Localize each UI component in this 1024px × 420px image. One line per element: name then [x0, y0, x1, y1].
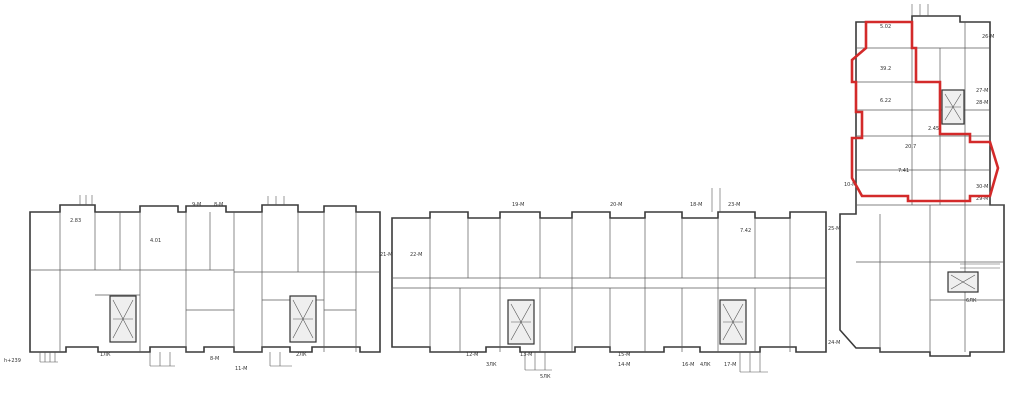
level-mark-label: h+239: [4, 358, 21, 364]
tag-2lk: 2ЛК: [296, 352, 307, 358]
tag-1lk: 1ЛК: [100, 352, 111, 358]
highlight-room-dimension: 7.41: [898, 168, 909, 174]
tag-29m: 29-М: [976, 196, 988, 202]
stair-cores: [109, 89, 979, 345]
tag-23m: 23-М: [728, 202, 740, 208]
dim-label-e: 6.22: [880, 98, 891, 104]
tag-14m: 14-М: [618, 362, 630, 368]
tag-30m: 30-М: [976, 184, 988, 190]
tag-17m: 17-М: [724, 362, 736, 368]
tag-12m: 12-М: [466, 352, 478, 358]
tag-19m: 19-М: [512, 202, 524, 208]
tag-9m: 9-М: [192, 202, 201, 208]
tag-4lk: 4ЛК: [700, 362, 711, 368]
highlighted-apartment-outline: [850, 20, 1000, 203]
tag-15m: 15-М: [618, 352, 630, 358]
dim-label-a: 4.01: [150, 238, 161, 244]
highlight-area-label-b: 20.7: [905, 144, 916, 150]
dim-label-c: 7.42: [740, 228, 751, 234]
dim-label-b: 2.83: [70, 218, 81, 224]
tag-21m: 21-М: [380, 252, 392, 258]
tag-22m: 22-М: [410, 252, 422, 258]
tag-28m: 28-М: [976, 100, 988, 106]
tag-11m: 11-М: [235, 366, 247, 372]
tag-8m-a: 8-М: [210, 356, 219, 362]
tag-10m: 10-М: [844, 182, 856, 188]
left-wing-walls: [29, 204, 381, 353]
middle-wing-walls: [391, 211, 827, 353]
tag-20m: 20-М: [610, 202, 622, 208]
room-labels: h+239 7.41 39.2 20.7 8-М 8-М 9-М 10-М 11…: [4, 24, 994, 380]
tag-25m: 25-М: [828, 226, 840, 232]
tag-5lk: 5ЛК: [540, 374, 551, 380]
tag-26m: 26-М: [982, 34, 994, 40]
tag-8m-b: 8-М: [214, 202, 223, 208]
tag-3lk: 3ЛК: [486, 362, 497, 368]
entrance-stairs: [39, 4, 1000, 373]
tag-13m: 13-М: [520, 352, 532, 358]
tag-24m: 24-М: [828, 340, 840, 346]
tag-16m: 16-М: [682, 362, 694, 368]
dim-label-f: 2.45: [928, 126, 939, 132]
tag-6lk: 6ЛК: [966, 298, 977, 304]
tag-18m: 18-М: [690, 202, 702, 208]
tag-27m: 27-М: [976, 88, 988, 94]
highlight-area-label-a: 39.2: [880, 66, 891, 72]
dim-label-d: 5.02: [880, 24, 891, 30]
